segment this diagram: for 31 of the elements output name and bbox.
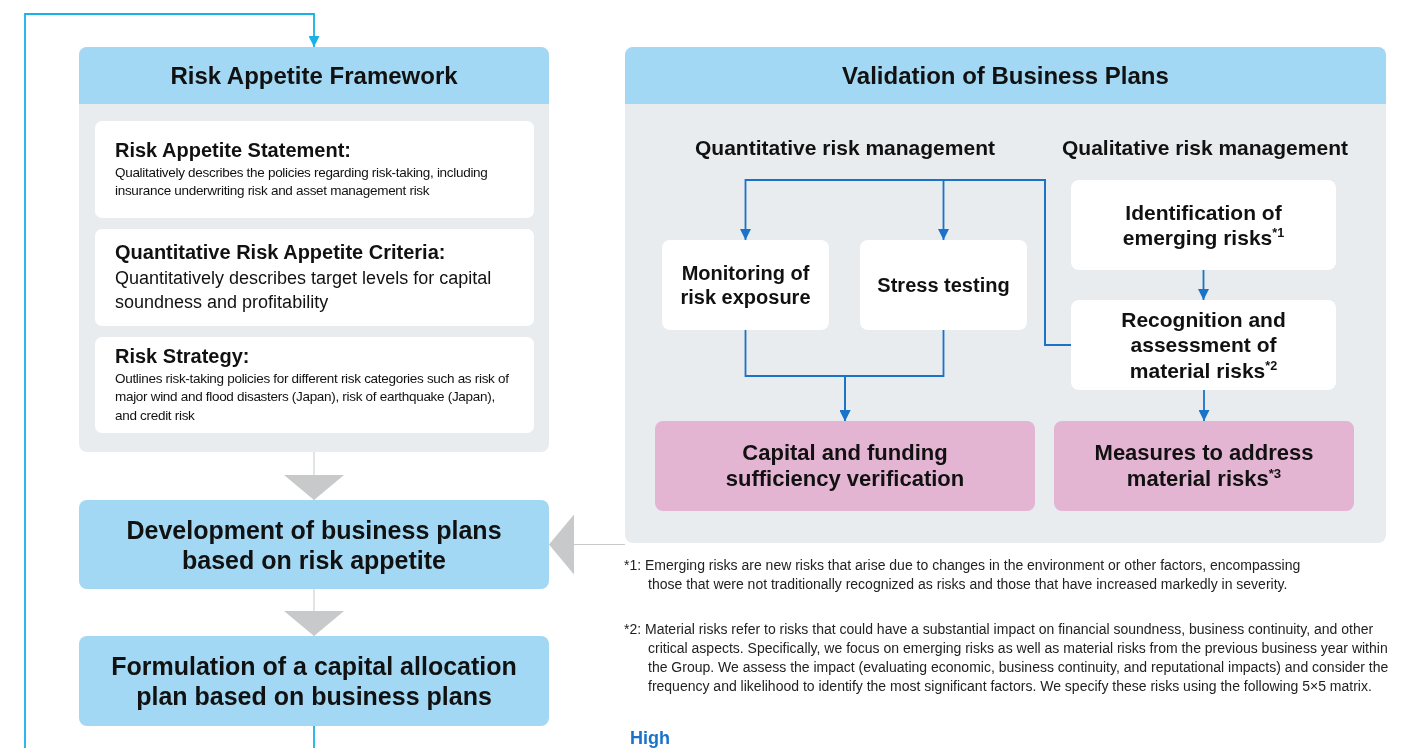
card-description: Qualitatively describes the policies regarding risk-taking, including insurance underwriting risk and asset management risk xyxy=(115,163,489,200)
box-label: Monitoring of risk exposure xyxy=(679,261,812,309)
card-description: Quantitatively describes target levels for capital soundness and profitability xyxy=(115,266,493,314)
card-heading: Risk Strategy: xyxy=(115,345,250,369)
result-box xyxy=(1054,421,1354,511)
box-label: Capital and funding sufficiency verification xyxy=(724,439,966,493)
card-heading: Risk Appetite Statement: xyxy=(115,138,351,162)
box-label: Identification of emerging risks$^{*1}$ xyxy=(1121,199,1286,251)
result-box xyxy=(655,421,1035,511)
panel-title: Validation of Business Plans xyxy=(625,47,1386,104)
card-heading: Quantitative Risk Appetite Criteria: xyxy=(115,240,446,264)
footnote: *2: Material risks refer to risks that could have a substantial impact on financial soundness, business continuity, and other critical aspects. Specifically, we focus on emerging risks as well as material risks from the previous business year within the Group. We assess the impact (evaluating economic, business continuity, and reputational impacts) and consider the frequency and likelihood to identify the most significant factors. We specify these risks using the following 5×5 matrix. xyxy=(624,620,1390,696)
column-heading: Qualitative risk management xyxy=(1061,136,1349,160)
box-label: Stress testing xyxy=(876,273,1011,297)
card-description: Outlines risk-taking policies for different risk categories such as risk of major wind and flood disasters (Japan), risk of earthquake (Japan), and credit risk xyxy=(115,370,510,425)
panel-title: Risk Appetite Framework xyxy=(79,47,549,104)
panel-background xyxy=(625,47,1386,543)
axis-label: High xyxy=(630,729,671,747)
box-label: Measures to address material risks$^{*3}$ xyxy=(1093,439,1315,493)
box-label: Development of business plans based on risk appetite xyxy=(125,514,503,575)
panel-background xyxy=(79,47,549,452)
column-heading: Quantitative risk management xyxy=(694,136,996,160)
process-box xyxy=(1071,300,1336,390)
box-label: Formulation of a capital allocation plan based on business plans xyxy=(110,651,518,711)
footnote: *1: Emerging risks are new risks that arise due to changes in the environment or other factors, encompassing those that were not traditionally recognized as risks and those that have increased markedly in severity. xyxy=(624,556,1302,594)
process-box xyxy=(662,240,829,330)
box-label: Recognition and assessment of material risks$^{*2}$ xyxy=(1120,307,1287,383)
process-box xyxy=(860,240,1027,330)
process-box xyxy=(79,500,549,589)
process-box xyxy=(1071,180,1336,270)
process-box xyxy=(79,636,549,726)
